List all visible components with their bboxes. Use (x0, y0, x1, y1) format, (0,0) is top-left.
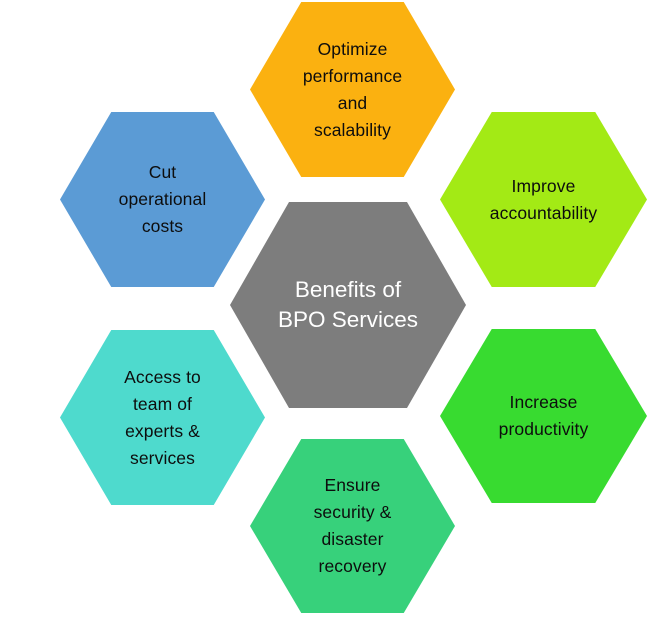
hexagon-improve-accountability: Improveaccountability (440, 112, 647, 287)
hexagon-benefits-center-label: Benefits ofBPO Services (277, 277, 419, 332)
hexagon-increase-productivity-label: Increaseproductivity (498, 392, 589, 439)
hexagon-ensure-security-label: Ensuresecurity &disasterrecovery (313, 475, 392, 576)
hexagon-cut-operational-costs: Cutoperationalcosts (60, 112, 265, 287)
hexagon-optimize-performance: Optimizeperformanceandscalability (250, 2, 455, 177)
hexagon-access-to-experts-label: Access toteam ofexperts &services (124, 366, 201, 468)
hexagon-cut-operational-costs-label: Cutoperationalcosts (118, 162, 207, 236)
hexagon-benefits-center: Benefits ofBPO Services (230, 202, 466, 408)
hexagon-improve-accountability-label: Improveaccountability (489, 175, 598, 223)
hexagon-access-to-experts: Access toteam ofexperts &services (60, 330, 265, 505)
hexagon-ensure-security: Ensuresecurity &disasterrecovery (250, 439, 455, 613)
hexagon-optimize-performance-label: Optimizeperformanceandscalability (302, 38, 403, 140)
hexagon-increase-productivity: Increaseproductivity (440, 329, 647, 503)
